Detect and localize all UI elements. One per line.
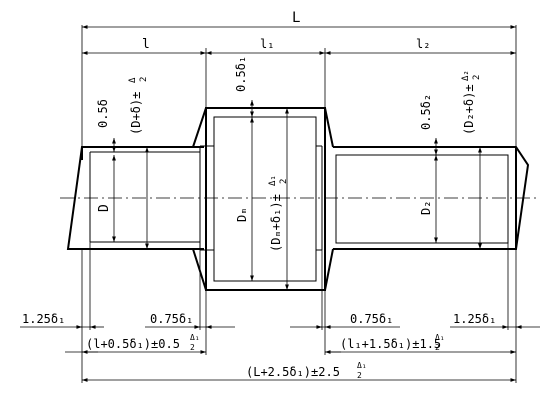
label-end-right: 1.25δ₁: [453, 312, 496, 326]
svg-text:2: 2: [139, 77, 149, 82]
svg-text:Δ₁: Δ₁: [357, 361, 367, 370]
label-len-right: (l₁+1.5δ₁)±1.5 Δ₁ 2: [340, 333, 445, 352]
svg-text:2: 2: [435, 343, 440, 352]
label-mid-outer: (Dₘ+δ₁)± Δ₁ 2: [268, 175, 289, 252]
label-right-inner: D₂: [419, 201, 433, 215]
svg-text:2: 2: [279, 179, 289, 184]
svg-text:(Dₘ+δ₁)±: (Dₘ+δ₁)±: [269, 194, 283, 252]
extension-lines-top: [81, 25, 517, 147]
label-l: l: [142, 37, 150, 52]
svg-text:2: 2: [357, 371, 362, 380]
svg-text:(L+2.5δ₁)±2.5: (L+2.5δ₁)±2.5: [246, 365, 340, 379]
svg-text:2: 2: [472, 75, 482, 80]
label-step-right: 0.75δ₁: [350, 312, 393, 326]
svg-text:(D+δ)±: (D+δ)±: [129, 92, 143, 135]
label-mid-allow: 0.5δ₁: [234, 56, 248, 92]
label-len-total: (L+2.5δ₁)±2.5 Δ₁ 2: [246, 361, 367, 380]
label-right-outer: (D₂+δ)± Δ₂ 2: [461, 70, 482, 135]
svg-text:Δ₁: Δ₁: [268, 175, 278, 186]
svg-text:Δ₁: Δ₁: [190, 333, 200, 342]
label-step-left: 0.75δ₁: [150, 312, 193, 326]
svg-text:(D₂+δ)±: (D₂+δ)±: [462, 84, 476, 135]
svg-text:Δ₂: Δ₂: [461, 70, 471, 81]
label-left-outer: (D+δ)± Δ 2: [128, 77, 149, 135]
label-end-left: 1.25δ₁: [22, 312, 65, 326]
label-right-allow: 0.5δ₂: [419, 94, 433, 130]
label-len-left: (l+0.5δ₁)±0.5 Δ₁ 2: [86, 333, 200, 352]
label-left-allow: 0.5δ: [96, 99, 110, 128]
label-l1: l₁: [260, 37, 274, 51]
svg-text:2: 2: [190, 343, 195, 352]
svg-text:Δ₁: Δ₁: [435, 333, 445, 342]
label-L: L: [292, 10, 300, 26]
label-mid-inner: Dₘ: [235, 208, 249, 222]
label-left-inner: D: [97, 204, 112, 212]
svg-text:Δ: Δ: [128, 77, 138, 83]
part-outline: [89, 116, 509, 282]
label-l2: l₂: [416, 37, 430, 51]
svg-text:(l₁+1.5δ₁)±1.5: (l₁+1.5δ₁)±1.5: [340, 337, 441, 351]
svg-text:(l+0.5δ₁)±0.5: (l+0.5δ₁)±0.5: [86, 337, 180, 351]
extension-lines-bottom: [81, 242, 517, 383]
